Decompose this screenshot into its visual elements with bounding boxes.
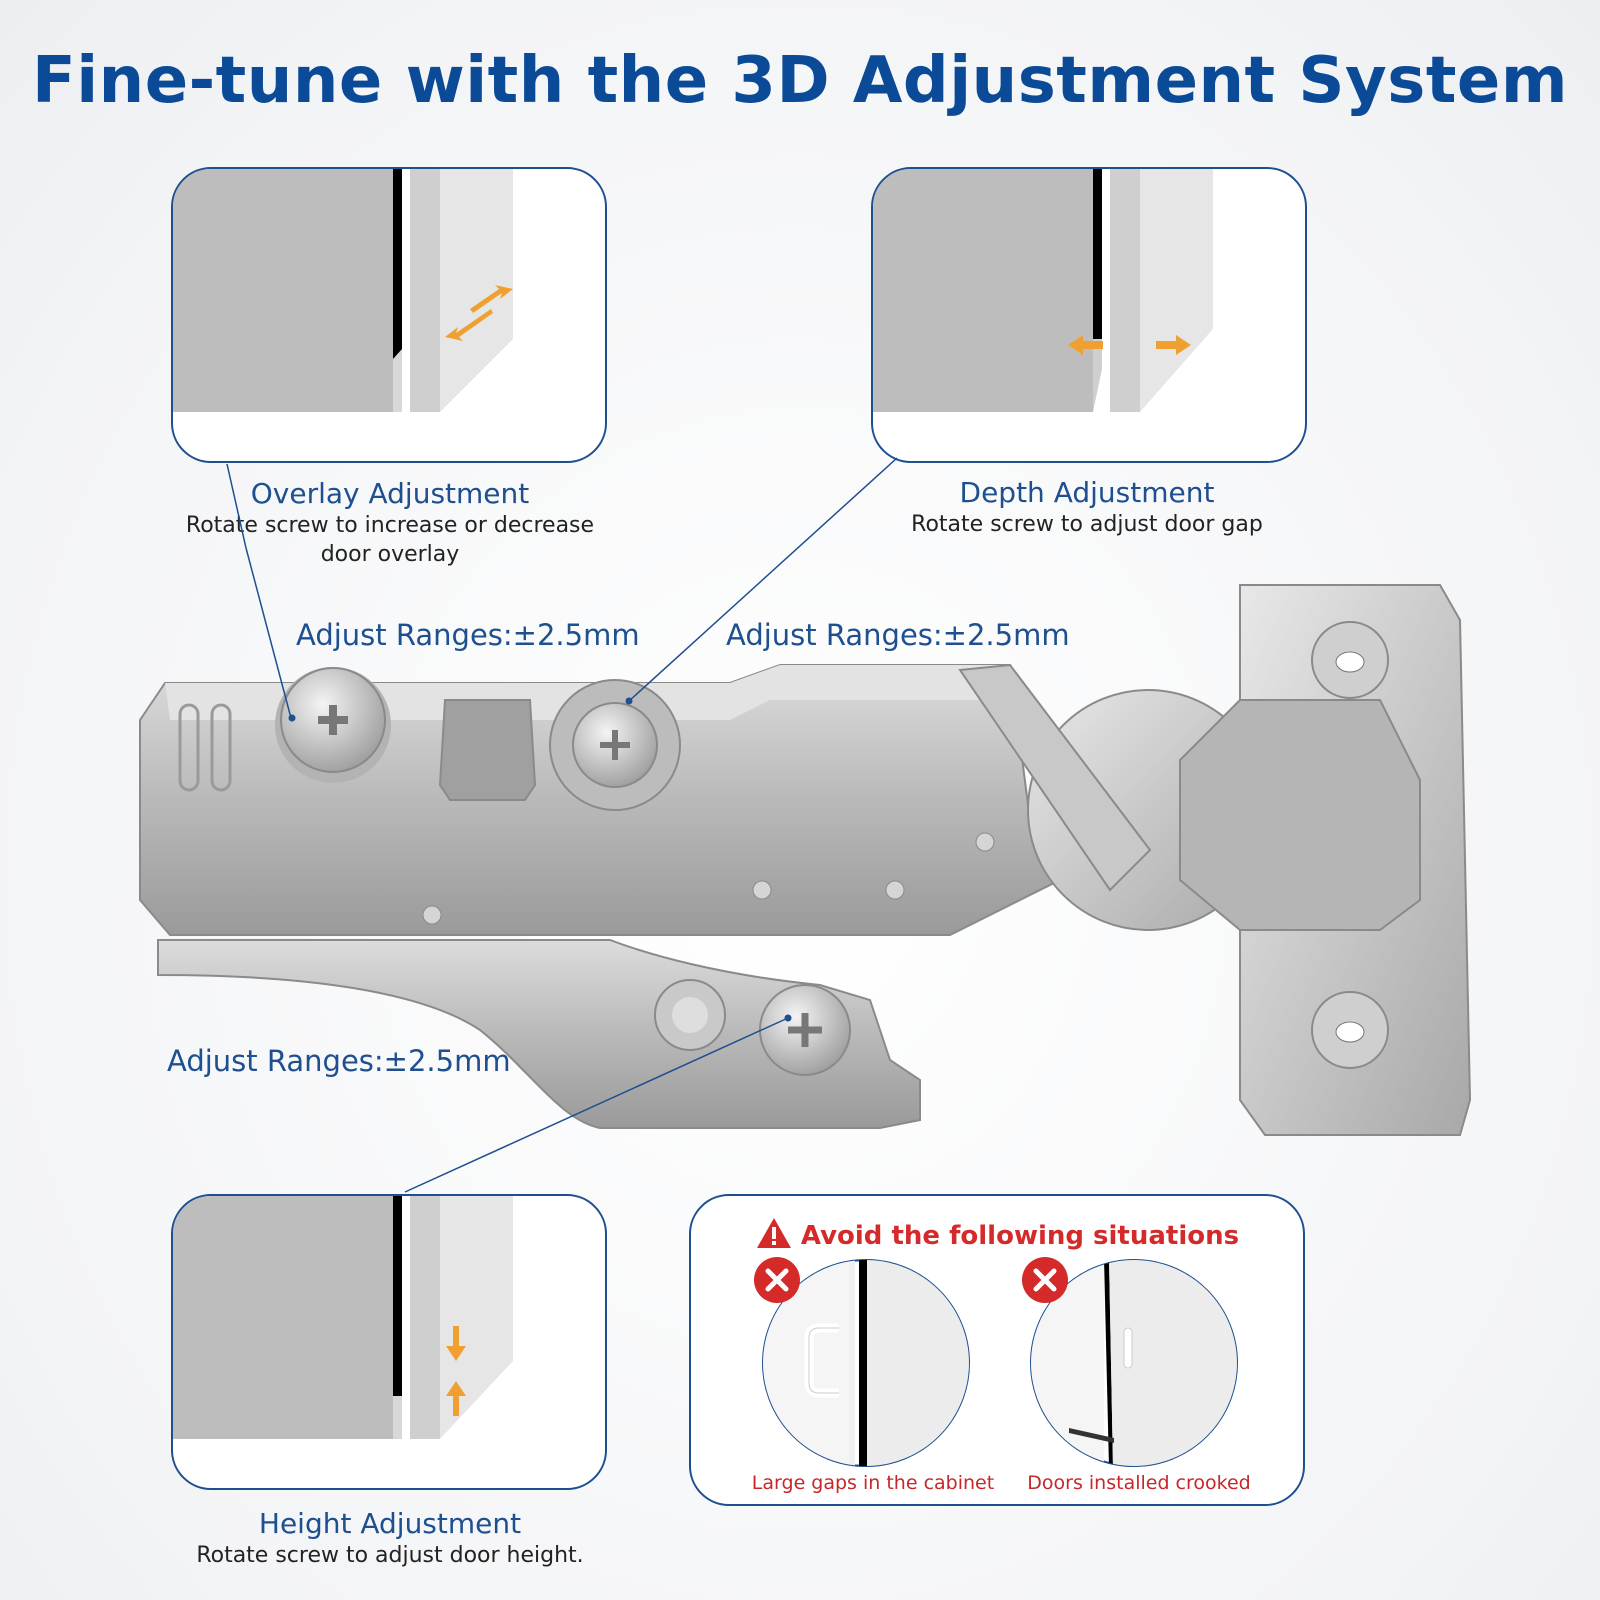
arm-slot bbox=[178, 703, 200, 792]
depth-door-illustration bbox=[873, 169, 1213, 412]
door-gap bbox=[393, 169, 402, 412]
warning-triangle-icon bbox=[755, 1216, 793, 1257]
warning-label-crooked-doors: Doors installed crooked bbox=[1027, 1472, 1251, 1494]
hinge-link bbox=[958, 663, 1152, 892]
overlay-desc-line1: Rotate screw to increase or decrease bbox=[185, 513, 595, 538]
arm-slot bbox=[210, 703, 232, 792]
cabinet-side bbox=[173, 169, 393, 412]
height-desc: Rotate screw to adjust door height. bbox=[196, 1543, 584, 1568]
phillips-cross-icon bbox=[600, 730, 630, 760]
overlay-range-label: Adjust Ranges:±2.5mm bbox=[296, 618, 640, 652]
depth-desc: Rotate screw to adjust door gap bbox=[911, 512, 1263, 537]
height-door-illustration bbox=[173, 1196, 513, 1439]
warning-item-crooked-doors bbox=[1022, 1257, 1239, 1468]
height-title: Height Adjustment bbox=[258, 1507, 522, 1540]
overlay-caption: Overlay Adjustment Rotate screw to incre… bbox=[165, 477, 615, 569]
large-gap-illustration bbox=[762, 1259, 970, 1467]
overlay-desc-line2: door overlay bbox=[320, 542, 460, 567]
page-title: Fine-tune with the 3D Adjustment System bbox=[31, 44, 1569, 118]
orange-double-arrow-icon bbox=[446, 1326, 466, 1416]
height-range-label: Adjust Ranges:±2.5mm bbox=[167, 1044, 511, 1078]
x-circle-icon bbox=[1021, 1256, 1069, 1308]
overlay-title: Overlay Adjustment bbox=[250, 477, 530, 510]
warning-title: Avoid the following situations bbox=[800, 1221, 1240, 1251]
height-adjustment-panel bbox=[171, 1194, 607, 1490]
depth-title: Depth Adjustment bbox=[959, 476, 1215, 509]
phillips-cross-icon bbox=[788, 1013, 822, 1047]
warning-label-large-gaps: Large gaps in the cabinet bbox=[751, 1472, 995, 1494]
height-caption: Height Adjustment Rotate screw to adjust… bbox=[165, 1507, 615, 1570]
overlay-door-illustration bbox=[173, 169, 513, 412]
depth-adjustment-panel bbox=[871, 167, 1307, 463]
phillips-cross-icon bbox=[318, 705, 348, 735]
warning-title-row: Avoid the following situations bbox=[691, 1216, 1303, 1257]
warning-item-large-gaps bbox=[754, 1257, 971, 1468]
depth-range-label: Adjust Ranges:±2.5mm bbox=[726, 618, 1070, 652]
x-circle-icon bbox=[753, 1256, 801, 1308]
arm-window bbox=[438, 699, 537, 801]
depth-caption: Depth Adjustment Rotate screw to adjust … bbox=[862, 476, 1312, 539]
overlay-adjustment-panel bbox=[171, 167, 607, 463]
door-face bbox=[440, 169, 513, 412]
door-edge bbox=[410, 169, 440, 412]
orange-double-arrow-icon bbox=[1068, 335, 1191, 355]
orange-double-arrow-icon bbox=[445, 285, 513, 341]
warning-panel: Avoid the following situations Large gap… bbox=[689, 1194, 1305, 1506]
